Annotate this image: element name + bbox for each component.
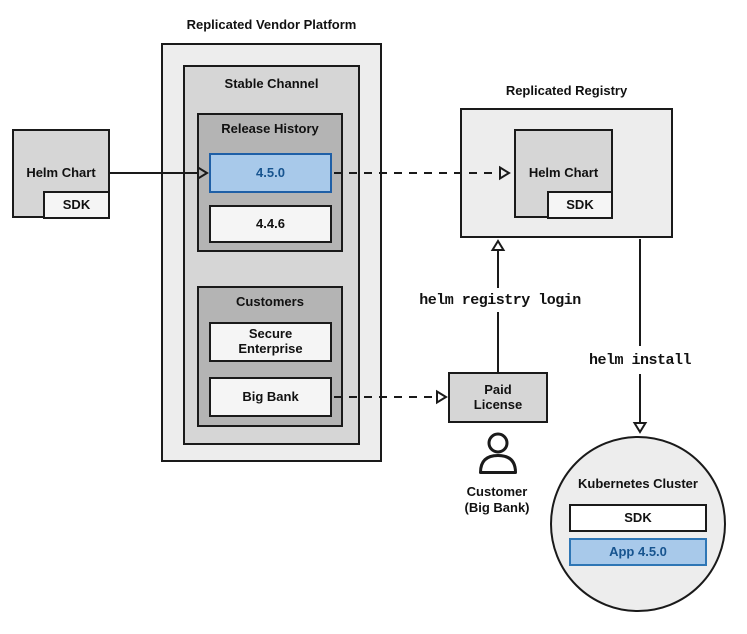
customer-name: Customer — [466, 484, 528, 499]
kubernetes-cluster-title: Kubernetes Cluster — [578, 476, 698, 491]
customer-label: Customer (Big Bank) — [447, 484, 547, 517]
cluster-sdk-box: SDK — [569, 504, 707, 532]
person-icon — [479, 432, 517, 474]
release-item-4-5-0: 4.5.0 — [209, 153, 332, 193]
stable-channel-title: Stable Channel — [224, 76, 319, 91]
customer-item-label: Secure Enterprise — [238, 326, 303, 356]
paid-license-label: Paid License — [473, 381, 523, 412]
arrow-registry-to-cluster — [632, 239, 648, 434]
release-history-title: Release History — [221, 121, 319, 136]
customer-item-secure-enterprise: Secure Enterprise — [209, 322, 332, 362]
customer-detail: (Big Bank) — [464, 500, 530, 516]
command-helm-registry-login: helm registry login — [419, 292, 581, 309]
registry-title: Replicated Registry — [505, 83, 628, 98]
command-helm-install: helm install — [588, 352, 692, 369]
customer-item-big-bank: Big Bank — [209, 377, 332, 417]
vendor-platform-title: Replicated Vendor Platform — [186, 17, 357, 32]
source-sdk-box: SDK — [43, 191, 110, 219]
cluster-app-box: App 4.5.0 — [569, 538, 707, 566]
release-item-4-4-6: 4.4.6 — [209, 205, 332, 243]
registry-sdk-box: SDK — [547, 191, 613, 219]
paid-license-box: Paid License — [448, 372, 548, 423]
customers-title: Customers — [236, 294, 304, 309]
